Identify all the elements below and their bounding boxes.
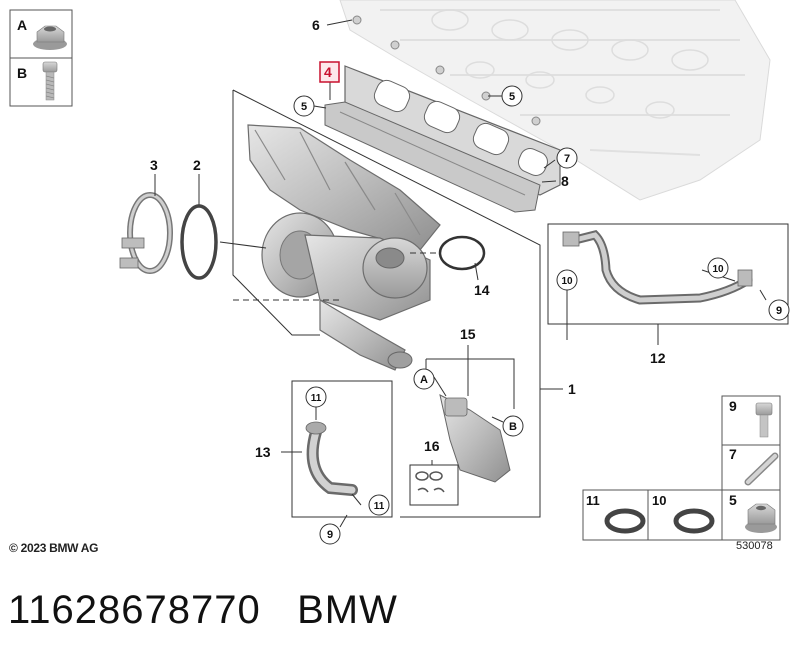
seal-ring-set: [409, 464, 459, 506]
legend-label-10: 10: [652, 493, 666, 508]
callout-2: 2: [193, 157, 201, 173]
oil-return-pipe-box: [291, 380, 393, 518]
oil-line-box: [547, 223, 789, 325]
turbocharger-assembly-box: [232, 89, 563, 518]
exhaust-manifold-gasket: [344, 65, 561, 196]
callout-11-bottom: 11: [374, 501, 385, 512]
callout-7: 7: [564, 153, 570, 165]
legend-label-b: B: [17, 65, 27, 81]
callout-11-top: 11: [311, 393, 322, 404]
callout-8: 8: [561, 173, 569, 189]
callout-3: 3: [150, 157, 158, 173]
part-caption: 11628678770 BMW: [8, 588, 398, 633]
diagram-number: 530078: [736, 540, 773, 552]
callout-10-left: 10: [561, 276, 573, 287]
callout-4-highlight-box: [319, 61, 340, 83]
callout-9-bottom: 9: [327, 529, 333, 541]
callout-5-right: 5: [509, 91, 515, 103]
callout-13: 13: [255, 444, 271, 460]
flange-nut-icon: [745, 503, 777, 533]
wastegate-actuator-box: [425, 358, 515, 483]
legend-bottom-right: [582, 395, 781, 541]
v-band-clamp: [119, 192, 173, 274]
cylinder-head-illustration: [339, 0, 771, 201]
heat-shield-strip: [324, 101, 541, 213]
copyright-notice: © 2023 BMW AG: [9, 541, 99, 555]
part-number: 11628678770: [8, 588, 261, 632]
callout-9-top: 9: [776, 305, 782, 317]
callout-16: 16: [424, 438, 440, 454]
dowel-pin-icon: [744, 452, 779, 486]
callout-10-right: 10: [712, 264, 724, 275]
legend-top-left: A B: [9, 9, 73, 107]
callout-b: B: [509, 421, 517, 433]
callout-15: 15: [460, 326, 476, 342]
legend-label-a: A: [17, 17, 27, 33]
flange-nut-icon: [33, 25, 67, 50]
brand-name: BMW: [297, 588, 398, 632]
callout-4: 4: [324, 64, 332, 80]
callout-14: 14: [474, 282, 490, 298]
gasket-ring: [180, 204, 218, 280]
callout-a: A: [420, 374, 428, 386]
legend-label-9: 9: [729, 398, 737, 414]
bolt-icon: [42, 61, 58, 101]
callout-1: 1: [568, 381, 576, 397]
legend-label-7: 7: [729, 446, 737, 462]
sealing-ring-icon: [673, 508, 715, 534]
allen-bolt-icon: [755, 402, 773, 438]
callout-5-left: 5: [301, 101, 307, 113]
legend-label-11: 11: [586, 493, 600, 508]
circled-callouts: [293, 85, 790, 545]
legend-label-5: 5: [729, 492, 737, 508]
callout-6: 6: [312, 17, 320, 33]
sealing-ring-icon: [604, 508, 646, 534]
o-ring: [438, 235, 486, 271]
callout-12: 12: [650, 350, 666, 366]
